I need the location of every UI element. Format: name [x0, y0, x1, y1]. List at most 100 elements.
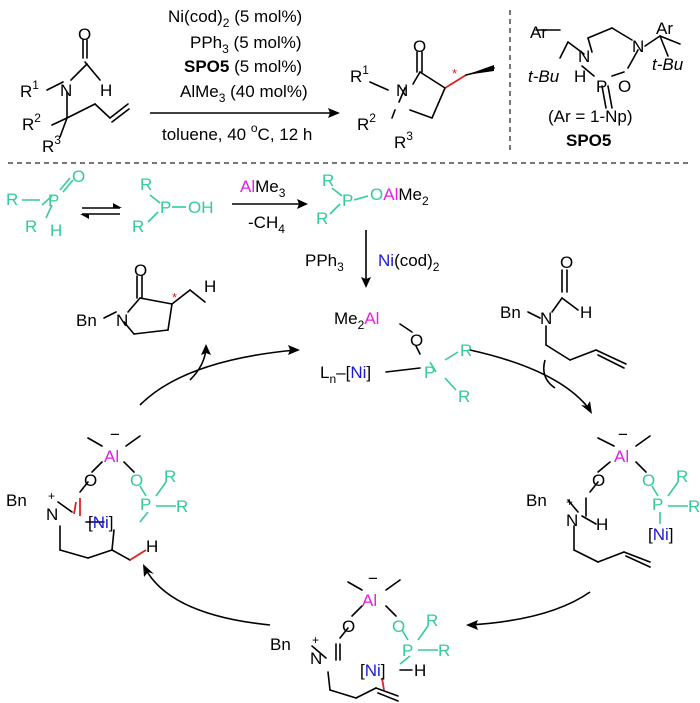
svg-text:R: R — [316, 209, 328, 228]
sm-r1: R1 — [20, 78, 39, 101]
svg-text:Al: Al — [104, 447, 119, 466]
svg-text:O: O — [72, 167, 85, 186]
svg-text:H: H — [50, 221, 62, 240]
svg-text:P: P — [160, 198, 171, 217]
svg-text:R: R — [426, 611, 438, 630]
svg-text:R: R — [176, 497, 188, 516]
svg-text:H: H — [574, 67, 586, 86]
svg-text:O: O — [392, 617, 405, 636]
svg-text:H: H — [580, 303, 592, 322]
svg-text:Ar: Ar — [530, 23, 547, 42]
svg-text:t-Bu: t-Bu — [652, 55, 684, 74]
ni-catalyst: Me2Al O Ln–[Ni] P R R — [320, 309, 472, 406]
starting-material: R1 N O H R2 R3 — [20, 25, 130, 156]
svg-text:−: − — [618, 425, 628, 444]
svg-text:Bn: Bn — [500, 303, 521, 322]
svg-text:P: P — [424, 363, 435, 382]
svg-text:(Ar = 1-Np): (Ar = 1-Np) — [548, 107, 633, 126]
reaction-conditions: Ni(cod)2 (5 mol%) PPh3 (5 mol%) SPO5 (5 … — [150, 7, 340, 144]
catalytic-cycle-arrows — [139, 344, 592, 630]
svg-text:+: + — [48, 489, 55, 503]
svg-text:R: R — [438, 641, 450, 660]
svg-text:R: R — [164, 467, 176, 486]
spo5-ligand: Ar Ar N N H P O t-Bu t-Bu (Ar = 1-Np) SP… — [528, 19, 684, 150]
svg-text:N: N — [46, 505, 58, 524]
lactam-product: O R1 N * R2 R3 — [350, 37, 495, 152]
svg-text:OAlMe2: OAlMe2 — [370, 185, 429, 208]
svg-text:P: P — [652, 495, 663, 514]
svg-text:SPO5: SPO5 — [566, 131, 611, 150]
right-intermediate: Al − O O P R R Bn N + H [Ni] — [526, 425, 700, 568]
svg-text:N: N — [116, 311, 128, 330]
product-r3: R3 — [394, 129, 413, 152]
svg-text:O: O — [642, 471, 655, 490]
svg-text:R: R — [322, 171, 334, 190]
svg-text:R: R — [460, 341, 472, 360]
svg-text:P: P — [140, 495, 151, 514]
sm-r2: R2 — [22, 111, 41, 134]
svg-text:R: R — [25, 217, 37, 236]
svg-text:H: H — [414, 661, 426, 680]
product-star: * — [452, 66, 457, 81]
svg-text:N: N — [540, 309, 552, 328]
svg-text:t-Bu: t-Bu — [528, 67, 560, 86]
svg-text:Ar: Ar — [656, 19, 673, 38]
svg-text:Al: Al — [614, 447, 629, 466]
product-n: N — [396, 81, 408, 100]
svg-text:R: R — [140, 175, 152, 194]
svg-text:-CH4: -CH4 — [248, 213, 285, 236]
svg-text:[Ni]: [Ni] — [360, 661, 386, 680]
svg-text:P: P — [342, 191, 353, 210]
svg-text:H: H — [596, 515, 608, 534]
lactam-cycle-product: O Bn N H * — [76, 261, 216, 335]
svg-text:toluene, 40 oC, 12 h: toluene, 40 oC, 12 h — [162, 121, 312, 144]
svg-text:O: O — [130, 471, 143, 490]
svg-text:+: + — [312, 633, 319, 647]
svg-text:Bn: Bn — [6, 491, 27, 510]
svg-text:O: O — [592, 471, 605, 490]
svg-text:Bn: Bn — [76, 311, 97, 330]
sm-o: O — [78, 25, 91, 44]
svg-text:P: P — [596, 77, 607, 96]
sm-n: N — [60, 81, 72, 100]
svg-text:O: O — [84, 471, 97, 490]
svg-text:AlMe3 (40 mol%): AlMe3 (40 mol%) — [180, 82, 308, 105]
svg-text:Bn: Bn — [526, 491, 547, 510]
svg-text:O: O — [342, 617, 355, 636]
sm-r3: R3 — [42, 133, 61, 156]
svg-text:OH: OH — [188, 198, 214, 217]
svg-text:[Ni]: [Ni] — [88, 513, 114, 532]
product-r2: R2 — [357, 111, 376, 134]
ni-addition-step: PPh3 Ni(cod)2 — [305, 230, 440, 288]
svg-text:+: + — [566, 495, 573, 509]
phosphinite-aluminum: R R P OAlMe2 — [316, 171, 429, 228]
left-intermediate: Al − O O P R R Bn N + [Ni] H — [6, 425, 188, 561]
svg-text:SPO5 (5 mol%): SPO5 (5 mol%) — [184, 57, 302, 76]
svg-text:N: N — [632, 37, 644, 56]
formamide-substrate: O Bn N H — [500, 253, 627, 369]
phosphinous-acid: R R P OH — [132, 175, 214, 236]
svg-text:P: P — [402, 641, 413, 660]
svg-text:R: R — [458, 387, 470, 406]
svg-text:N: N — [310, 649, 322, 668]
equilibrium-arrows — [80, 203, 122, 219]
svg-text:R: R — [6, 190, 18, 209]
almes3-step: AlMe3 -CH4 — [232, 177, 308, 236]
svg-text:PPh3 (5 mol%): PPh3 (5 mol%) — [190, 33, 302, 56]
product-o: O — [413, 37, 426, 56]
svg-text:R: R — [688, 497, 700, 516]
svg-text:PPh3: PPh3 — [305, 251, 344, 274]
product-r1: R1 — [350, 63, 369, 86]
svg-text:−: − — [368, 569, 378, 588]
svg-text:−: − — [110, 425, 120, 444]
svg-text:Al: Al — [362, 591, 377, 610]
bottom-intermediate: Al − O O P R R Bn N + [Ni] H — [270, 569, 450, 702]
svg-text:AlMe3: AlMe3 — [240, 177, 286, 200]
svg-text:O: O — [134, 261, 147, 280]
svg-text:P: P — [48, 191, 59, 210]
svg-text:R: R — [132, 217, 144, 236]
phosphine-oxide: R P O R H — [6, 167, 85, 240]
svg-text:H: H — [204, 277, 216, 296]
svg-text:N: N — [566, 511, 578, 530]
